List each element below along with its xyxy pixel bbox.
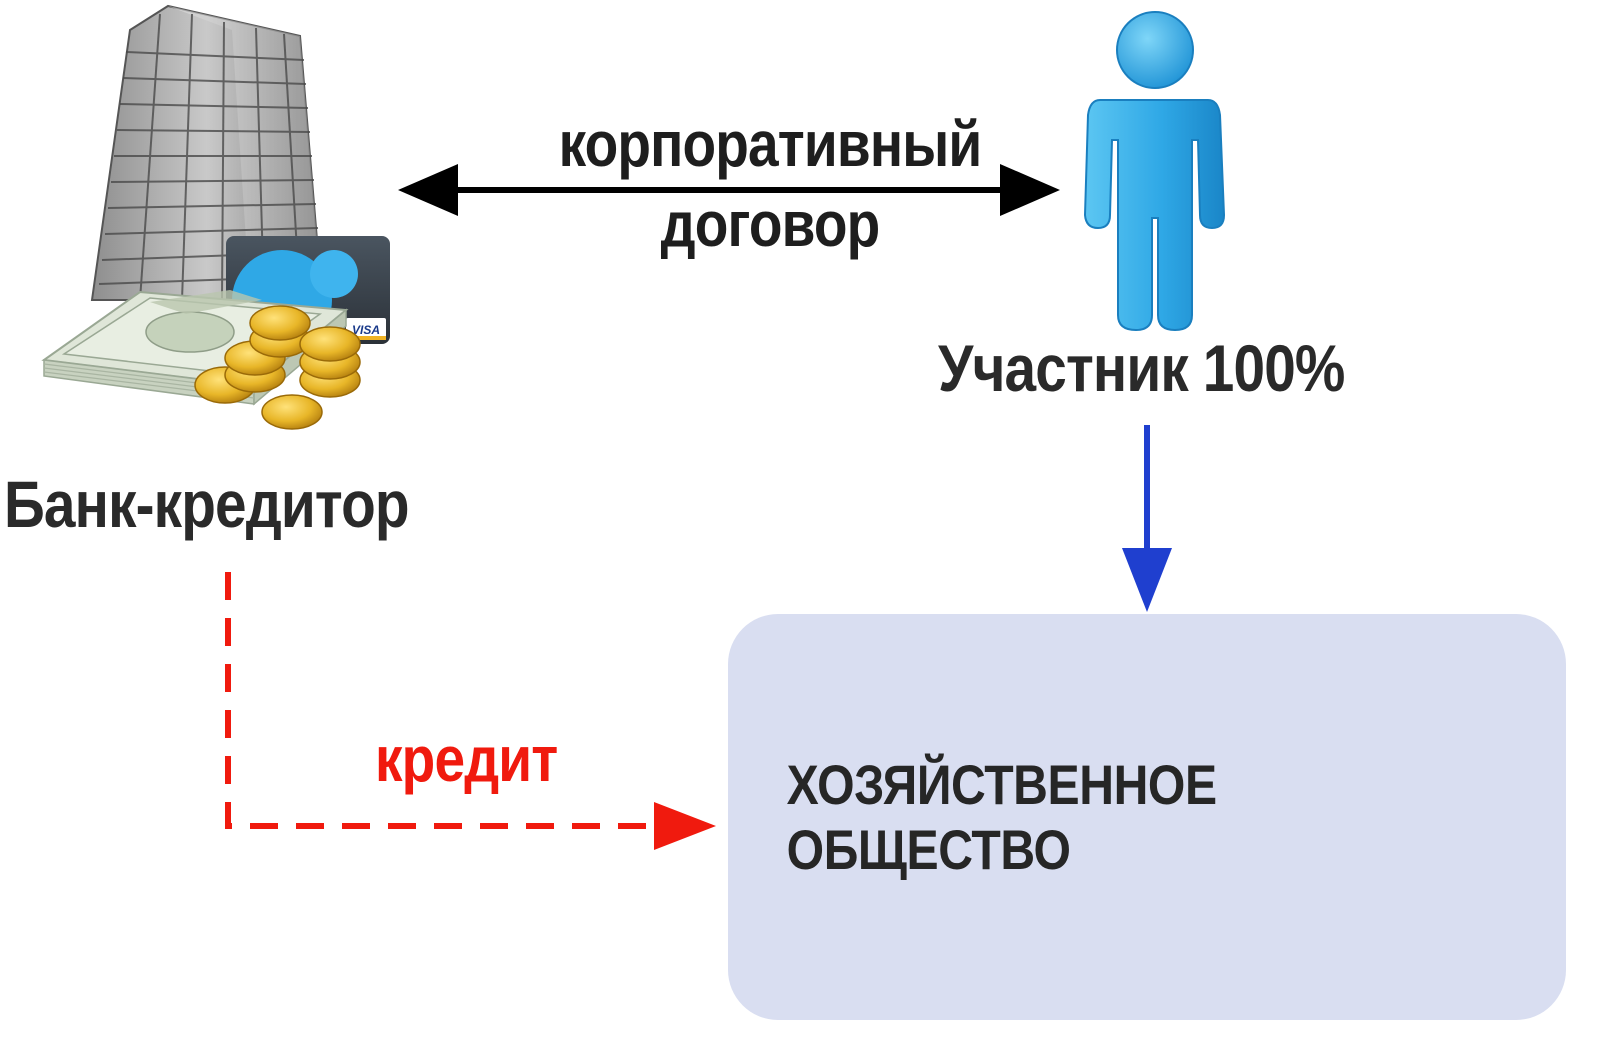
credit-label: кредит (375, 723, 558, 795)
participant-label: Участник 100% (938, 331, 1345, 405)
contract-label-line2: договор (660, 188, 881, 260)
participant-to-company-arrow (1122, 425, 1172, 612)
person-icon (1083, 11, 1226, 332)
card-brand-text: VISA (352, 323, 380, 337)
bank-building-with-money-icon: VISA (41, 4, 390, 430)
company-label-container: ХОЗЯЙСТВЕННОЕ ОБЩЕСТВО (728, 614, 1566, 1020)
company-label: ХОЗЯЙСТВЕННОЕ ОБЩЕСТВО (786, 753, 1217, 881)
corporate-contract-label: корпоративный договор (546, 104, 993, 264)
credit-arrow (225, 572, 716, 850)
corporate-contract-arrow (398, 164, 1060, 216)
contract-label-line1: корпоративный (558, 108, 983, 180)
company-box: ХОЗЯЙСТВЕННОЕ ОБЩЕСТВО (728, 614, 1566, 1020)
bank-creditor-label: Банк-кредитор (4, 467, 410, 541)
